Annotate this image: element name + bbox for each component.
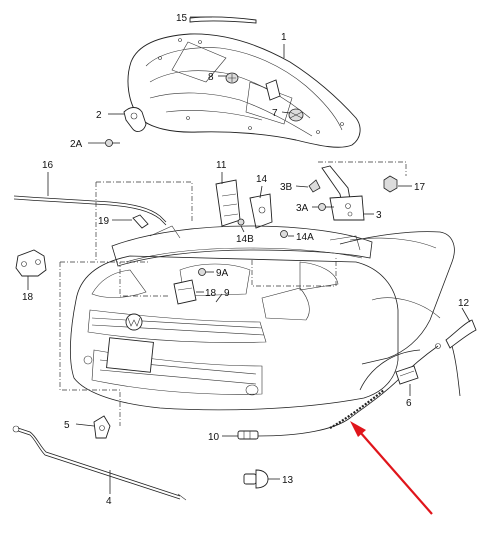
hinge-clip <box>308 179 321 193</box>
release-lever <box>435 319 477 397</box>
red-pointer-arrow <box>350 421 433 515</box>
label-13: 13 <box>282 475 294 486</box>
hinge-bolt <box>318 203 334 211</box>
rod-end <box>12 425 20 433</box>
hood-panel <box>127 33 361 148</box>
side-bracket <box>15 249 47 277</box>
rod-pivot <box>93 415 111 439</box>
label-7: 7 <box>272 108 278 119</box>
hood-seal-strip <box>189 16 257 24</box>
label-9a: 9A <box>216 268 229 279</box>
label-19: 19 <box>98 216 110 227</box>
label-12: 12 <box>458 298 470 309</box>
prop-rod-holder <box>132 214 149 229</box>
label-1: 1 <box>281 32 287 43</box>
bolt <box>105 139 120 147</box>
label-18-left: 18 <box>22 292 34 303</box>
label-4: 4 <box>106 496 112 507</box>
rubber-buffer <box>225 72 239 84</box>
label-14a: 14A <box>296 232 314 243</box>
lock-mount <box>173 279 197 305</box>
label-3: 3 <box>376 210 382 221</box>
hex-nut <box>383 175 398 193</box>
cable-guide <box>395 365 419 385</box>
label-17: 17 <box>414 182 426 193</box>
hood-hinge <box>321 165 365 221</box>
hood-latch-striker <box>265 79 281 101</box>
insulation-clip <box>288 108 304 122</box>
label-10: 10 <box>208 432 220 443</box>
hood-lock <box>215 179 241 227</box>
label-3a: 3A <box>296 203 309 214</box>
label-6: 6 <box>406 398 412 409</box>
lock-screw <box>237 218 245 226</box>
cable-end <box>237 430 259 440</box>
label-5: 5 <box>64 420 70 431</box>
lock-carrier <box>249 193 273 229</box>
hood-support-rod <box>17 427 181 497</box>
leader-lines <box>27 16 471 494</box>
label-2: 2 <box>96 110 102 121</box>
label-18-center: 18 <box>205 288 217 299</box>
label-2a: 2A <box>70 139 83 150</box>
expansion-rivet <box>243 469 269 489</box>
release-cable <box>257 345 439 437</box>
label-14b: 14B <box>236 234 254 245</box>
label-11: 11 <box>216 160 227 171</box>
carrier-screw <box>280 230 288 238</box>
label-3b: 3B <box>280 182 293 193</box>
label-16: 16 <box>42 160 54 171</box>
retaining-clip <box>198 268 206 276</box>
grouping-lines <box>59 161 407 426</box>
label-15: 15 <box>176 13 188 24</box>
hood-prop-rod <box>13 195 167 223</box>
label-9: 9 <box>224 288 230 299</box>
label-14: 14 <box>256 174 268 185</box>
hood-bracket <box>123 107 147 132</box>
car-front-body <box>69 225 455 411</box>
label-8: 8 <box>208 72 214 83</box>
